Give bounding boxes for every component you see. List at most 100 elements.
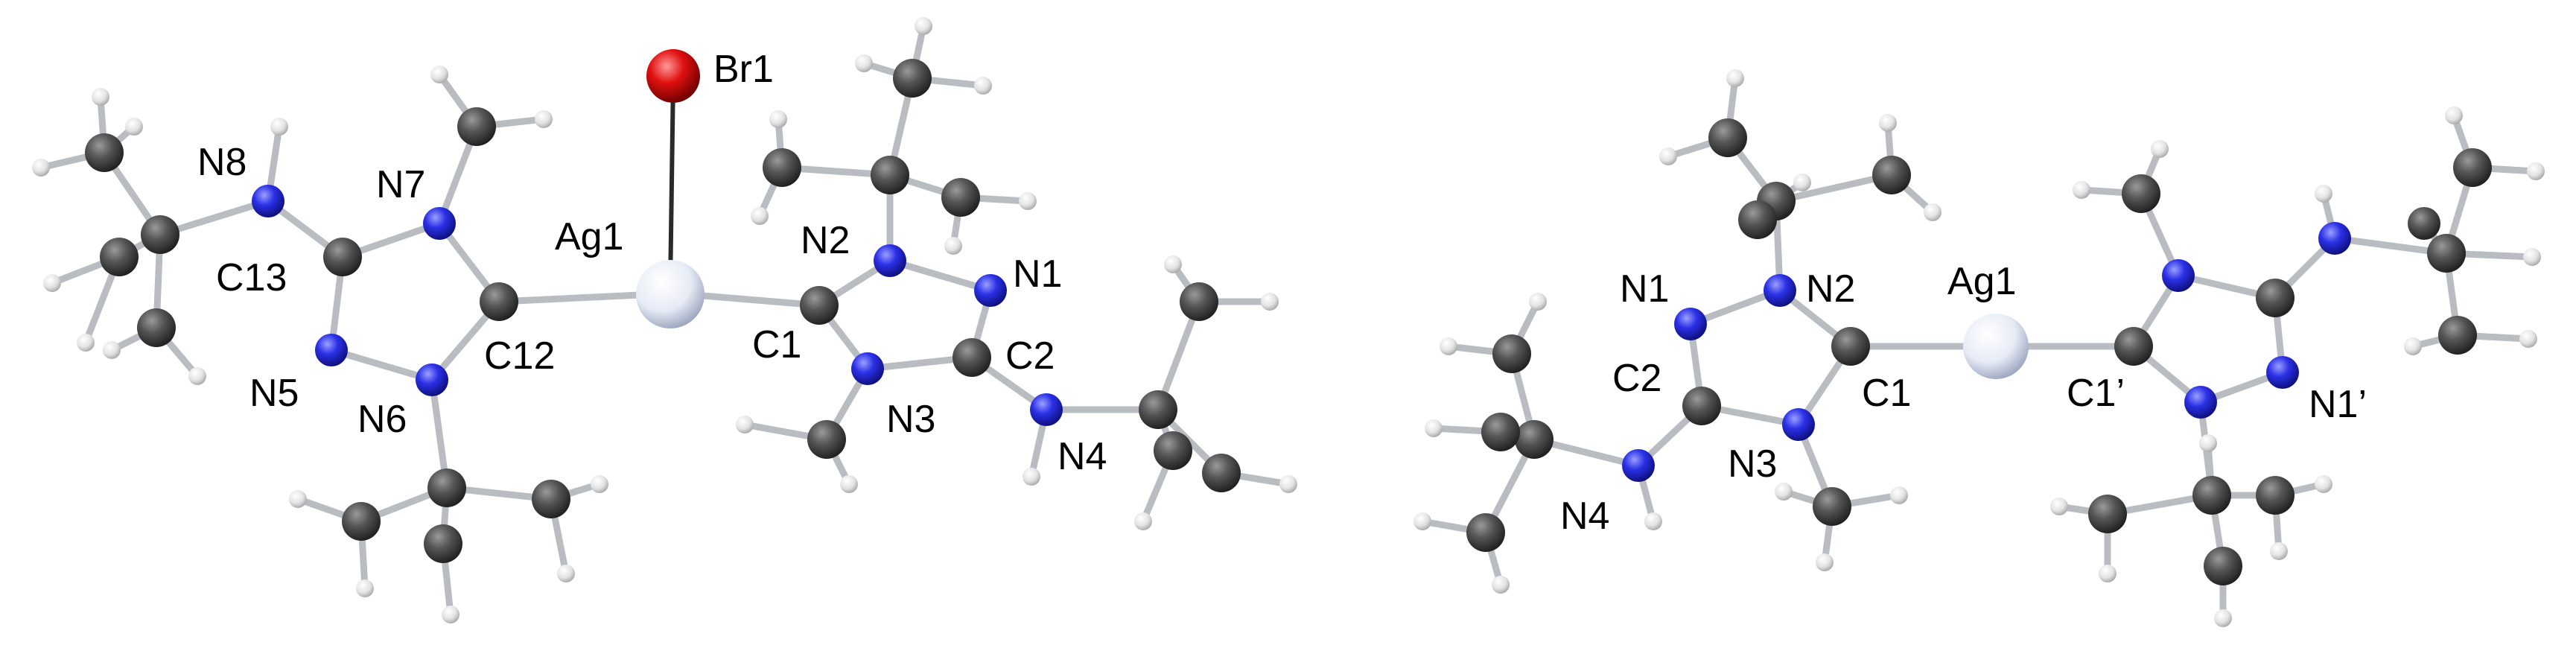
nitrogen-atom-n4 (1030, 393, 1063, 426)
label-ag1: Ag1 (555, 215, 624, 258)
label-n7: N7 (376, 163, 425, 206)
label-n2: N2 (1806, 267, 1855, 311)
hydrogen-atom (1440, 337, 1457, 355)
hydrogen-atom (289, 490, 307, 508)
hydrogen-atom (442, 606, 459, 623)
label-n4: N4 (1058, 435, 1107, 478)
nitrogen-atom-n7 (423, 207, 456, 240)
nitrogen-atom-n3 (851, 352, 884, 385)
hydrogen-atom (2099, 565, 2117, 582)
carbon-atom (1813, 487, 1851, 526)
carbon-atom (1154, 431, 1192, 470)
carbon-atom (871, 156, 909, 194)
carbon-atom-c13 (323, 238, 362, 276)
label-c2: C2 (1005, 334, 1055, 378)
hydrogen-atom (557, 565, 575, 582)
hydrogen-atom (2315, 185, 2332, 203)
label-ag1: Ag1 (1947, 260, 2017, 303)
carbon-atom (893, 59, 932, 98)
hydrogen-atom (356, 579, 374, 597)
carbon-atom (137, 308, 176, 347)
hydrogen-atom (1164, 255, 1182, 273)
label-n3: N3 (1728, 442, 1777, 486)
label-n8: N8 (197, 141, 247, 184)
hydrogen-atom (2523, 248, 2541, 266)
hydrogen-atom (2151, 140, 2169, 158)
nitrogen-atom-n4 (1622, 449, 1655, 482)
nitrogen-atom-n8 (252, 185, 284, 217)
carbon-atom (941, 178, 980, 217)
bond-n2-n1 (886, 257, 994, 294)
carbon-atom (2453, 148, 2492, 187)
bond-ag1-br1 (668, 76, 675, 289)
carbon-atom (1180, 282, 1218, 321)
hydrogen-atom (974, 77, 992, 95)
hydrogen-atom (1659, 147, 1677, 165)
carbon-atom (141, 215, 179, 254)
label-c1: C1 (1862, 372, 1911, 415)
carbon-atom-c2 (953, 338, 991, 377)
hydrogen-atom (1019, 192, 1037, 210)
carbon-atom-c1p (2114, 327, 2153, 366)
label-c2: C2 (1612, 357, 1661, 400)
hydrogen-atom (751, 207, 769, 225)
carbon-atom (1492, 334, 1531, 373)
carbon-atom (2192, 476, 2231, 515)
hydrogen-atom (1023, 468, 1040, 486)
hydrogen-atom (2519, 330, 2537, 348)
bond-c12-ag1 (495, 290, 659, 305)
hydrogen-atom (1425, 419, 1443, 437)
silver-atom-ag1 (1963, 314, 2029, 379)
label-c12: C12 (484, 334, 555, 378)
carbon-atom (1515, 420, 1553, 459)
label-n6: N6 (357, 398, 407, 441)
label-n5: N5 (249, 372, 299, 415)
carbon-atom (457, 107, 496, 146)
label-n1: N1 (1013, 252, 1062, 296)
hydrogen-atom (1134, 512, 1152, 530)
hydrogen-atom (1529, 293, 1547, 311)
hydrogen-atom (430, 66, 448, 83)
bond-r-tbu-b (1772, 171, 1895, 205)
nitrogen-atom-n3 (1782, 408, 1815, 441)
carbon-atom (85, 133, 124, 172)
nitrogen-atom-n1 (974, 274, 1007, 307)
hydrogen-atom (1816, 553, 1834, 571)
right-structure: N1 N2 Ag1 C2 C1 C1’ N1’ N3 N4 (1413, 69, 2545, 627)
nitrogen-atom-n1p (2266, 356, 2299, 389)
label-n1: N1 (1620, 267, 1669, 311)
hydrogen-atom (2315, 475, 2332, 493)
hydrogen-atom (270, 118, 288, 136)
carbon-atom (427, 468, 466, 507)
hydrogen-atom (32, 159, 50, 177)
left-atoms (32, 17, 1297, 623)
silver-atom-ag1 (636, 260, 705, 328)
right-labels: N1 N2 Ag1 C2 C1 C1’ N1’ N3 N4 (1560, 260, 2367, 538)
carbon-atom-c12 (480, 282, 518, 321)
nitrogen-atom-n2 (874, 244, 906, 277)
hydrogen-atom (2199, 434, 2217, 452)
label-br1: Br1 (713, 48, 774, 91)
hydrogen-atom (103, 341, 121, 359)
carbon-atom (2122, 174, 2160, 213)
carbon-atom-c1 (1831, 327, 1870, 366)
carbon-atom (342, 502, 381, 541)
label-n1p: N1’ (2309, 383, 2367, 426)
carbon-atom (2088, 495, 2127, 533)
hydrogen-atom (769, 110, 787, 128)
carbon-atom (1139, 390, 1177, 429)
hydrogen-atom (1793, 174, 1811, 191)
hydrogen-atom (125, 118, 143, 136)
hydrogen-atom (2270, 542, 2288, 560)
hydrogen-atom (855, 54, 873, 72)
carbon-atom (1738, 200, 1777, 239)
hydrogen-atom (2050, 498, 2068, 515)
label-n3: N3 (886, 398, 935, 441)
hydrogen-atom (43, 274, 61, 292)
carbon-atom (763, 148, 801, 187)
hydrogen-atom (1644, 512, 1662, 530)
carbon-atom (807, 420, 846, 459)
left-structure: Br1 Ag1 N8 N7 C13 N5 C12 N6 N2 N1 C1 C2 … (32, 17, 1297, 623)
carbon-atom (2256, 279, 2294, 317)
